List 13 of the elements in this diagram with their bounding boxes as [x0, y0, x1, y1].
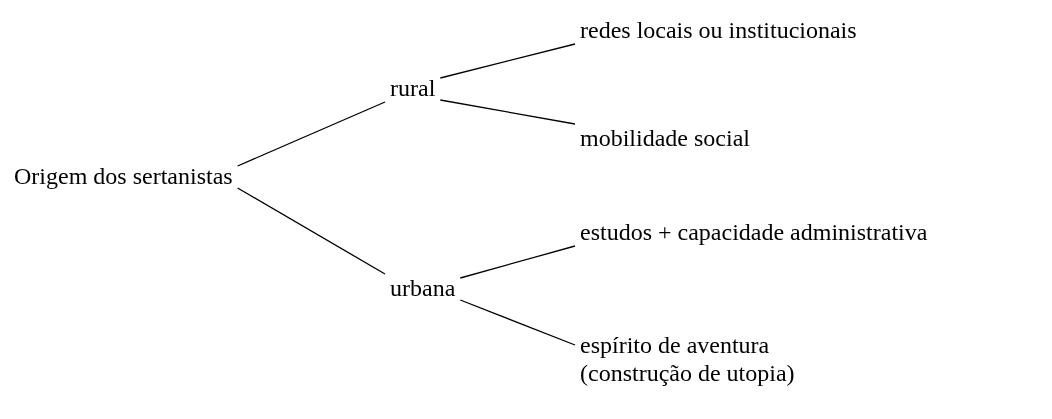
- connector-line: [237, 101, 386, 167]
- node-label: urbana: [390, 274, 456, 302]
- node-label: redes locais ou institucionais: [580, 16, 857, 44]
- node-label: rural: [390, 74, 436, 102]
- connector-line: [439, 43, 576, 79]
- connector-line: [459, 299, 576, 346]
- connector-line: [439, 99, 576, 125]
- node-label: mobilidade social: [580, 124, 750, 152]
- node-label: espírito de aventura (construção de utopia): [580, 331, 830, 387]
- node-label: Origem dos sertanistas: [14, 162, 233, 190]
- connector-line: [459, 245, 576, 279]
- connector-line: [237, 187, 386, 275]
- node-label: estudos + capacidade administrativa: [580, 218, 928, 246]
